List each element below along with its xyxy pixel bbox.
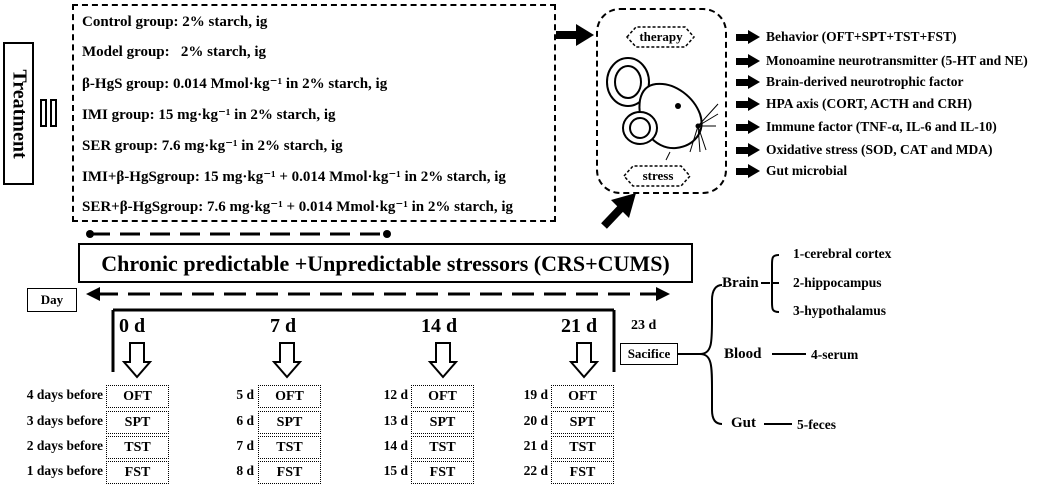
outcome-item: Monoamine neurotransmitter (5-HT and NE) bbox=[766, 53, 1028, 68]
test-day-label: 12 d bbox=[383, 387, 408, 402]
sacrifice-label: Sacifice bbox=[627, 346, 671, 361]
outcome-item: Behavior (OFT+SPT+TST+FST) bbox=[766, 29, 957, 44]
down-arrow-7d bbox=[271, 342, 303, 379]
treatment-link-icon bbox=[40, 99, 57, 127]
group-row: β-HgS group: 0.014 Mmol·kg⁻¹ in 2% starc… bbox=[82, 76, 388, 92]
day-label-box: Day bbox=[27, 288, 77, 312]
test-cell: OFT bbox=[106, 385, 169, 408]
test-day-label: 5 d bbox=[236, 387, 254, 402]
test-day-label: 7 d bbox=[236, 438, 254, 453]
test-day-label: 22 d bbox=[523, 463, 548, 478]
group-row: Model group: 2% starch, ig bbox=[82, 44, 267, 60]
test-cell: FST bbox=[411, 461, 474, 484]
therapy-label: therapy bbox=[639, 29, 683, 44]
test-day-label: 2 days before bbox=[26, 438, 103, 453]
test-day-label: 8 d bbox=[236, 463, 254, 478]
test-cell: SPT bbox=[258, 411, 321, 434]
sample-item: 5-feces bbox=[797, 417, 836, 432]
test-day-label: 14 d bbox=[383, 438, 408, 453]
treatment-duration-bar bbox=[86, 230, 391, 238]
outcome-item: Immune factor (TNF-α, IL-6 and IL-10) bbox=[766, 119, 997, 134]
test-day-label: 20 d bbox=[523, 413, 548, 428]
test-day-label: 13 d bbox=[383, 413, 408, 428]
groups-to-mouse-arrow bbox=[556, 24, 594, 46]
outcome-item: Brain-derived neurotrophic factor bbox=[766, 74, 964, 89]
test-cell: FST bbox=[106, 461, 169, 484]
tissue-brain: Brain bbox=[722, 275, 759, 291]
tissue-tree bbox=[678, 254, 806, 425]
test-cell: FST bbox=[551, 461, 614, 484]
group-row: IMI group: 15 mg·kg⁻¹ in 2% starch, ig bbox=[82, 107, 336, 123]
sample-item: 2-hippocampus bbox=[793, 275, 882, 290]
down-arrow-21d bbox=[568, 342, 600, 379]
timepoint-day: 7 d bbox=[270, 315, 297, 337]
tissue-blood: Blood bbox=[724, 346, 762, 362]
sample-item: 4-serum bbox=[811, 347, 859, 362]
group-row: SER group: 7.6 mg·kg⁻¹ in 2% starch, ig bbox=[82, 138, 343, 154]
test-day-label: 6 d bbox=[236, 413, 254, 428]
day-double-arrow bbox=[86, 287, 670, 301]
outcome-item: Oxidative stress (SOD, CAT and MDA) bbox=[766, 142, 993, 157]
stress-to-mouse-arrow bbox=[601, 193, 636, 229]
group-row: Control group: 2% starch, ig bbox=[82, 14, 268, 30]
test-cell: SPT bbox=[551, 411, 614, 434]
test-cell: OFT bbox=[258, 385, 321, 408]
test-day-label: 15 d bbox=[383, 463, 408, 478]
stress-label: stress bbox=[642, 168, 674, 183]
test-cell: TST bbox=[258, 436, 321, 459]
down-arrow-0d bbox=[121, 342, 153, 379]
outcome-item: Gut microbial bbox=[766, 163, 848, 178]
timepoint-day: 21 d bbox=[561, 315, 598, 337]
down-arrow-14d bbox=[427, 342, 459, 379]
timepoint-day: 0 d bbox=[119, 315, 146, 337]
group-row: SER+β-HgSgroup: 7.6 mg·kg⁻¹ + 0.014 Mmol… bbox=[82, 199, 513, 215]
timepoint-day: 14 d bbox=[421, 315, 458, 337]
test-cell: SPT bbox=[411, 411, 474, 434]
test-day-label: 1 days before bbox=[26, 463, 103, 478]
test-cell: TST bbox=[551, 436, 614, 459]
outcome-arrows bbox=[736, 30, 760, 178]
test-cell: FST bbox=[258, 461, 321, 484]
sacrifice-box: Sacifice bbox=[620, 343, 678, 365]
test-day-label: 19 d bbox=[523, 387, 548, 402]
outcome-item: HPA axis (CORT, ACTH and CRH) bbox=[766, 96, 973, 111]
group-row: IMI+β-HgSgroup: 15 mg·kg⁻¹ + 0.014 Mmol·… bbox=[82, 169, 506, 185]
sacrifice-day: 23 d bbox=[631, 318, 657, 333]
treatment-groups-box bbox=[72, 4, 556, 222]
test-cell: TST bbox=[411, 436, 474, 459]
timeline-bracket bbox=[111, 308, 616, 372]
test-cell: TST bbox=[106, 436, 169, 459]
test-cell: OFT bbox=[551, 385, 614, 408]
sample-item: 1-cerebral cortex bbox=[793, 246, 892, 261]
stress-protocol-title: Chronic predictable +Unpredictable stres… bbox=[101, 251, 670, 276]
test-day-label: 4 days before bbox=[26, 387, 103, 402]
test-day-label: 3 days before bbox=[26, 413, 103, 428]
test-cell: SPT bbox=[106, 411, 169, 434]
sample-item: 3-hypothalamus bbox=[793, 303, 887, 318]
test-cell: OFT bbox=[411, 385, 474, 408]
test-day-label: 21 d bbox=[523, 438, 548, 453]
treatment-label-box: Treatment bbox=[3, 42, 34, 185]
day-label: Day bbox=[40, 292, 64, 307]
stress-protocol-box: Chronic predictable +Unpredictable stres… bbox=[78, 243, 693, 283]
tissue-gut: Gut bbox=[731, 415, 757, 431]
